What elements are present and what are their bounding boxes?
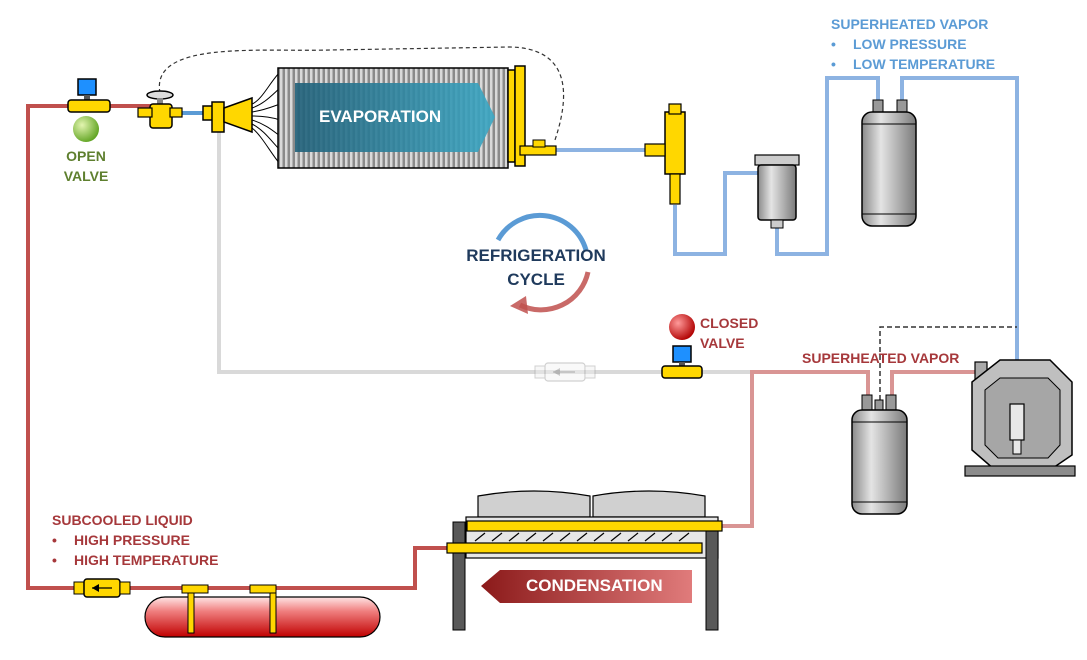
suction-line-2 bbox=[673, 171, 760, 256]
equalizer-line bbox=[158, 46, 565, 141]
vapor-high-label: SUPERHEATED VAPOR bbox=[802, 350, 960, 366]
closed-valve-label: CLOSED VALVE bbox=[700, 313, 758, 353]
oil-separator bbox=[851, 394, 908, 515]
open-valve-line: VALVE bbox=[63, 168, 109, 184]
condenser bbox=[446, 490, 723, 631]
suction-accumulator bbox=[861, 99, 917, 227]
bypass-check-valve bbox=[534, 362, 596, 382]
cycle-line: CYCLE bbox=[507, 270, 565, 289]
refrigeration-cycle-label: REFRIGERATION CYCLE bbox=[465, 244, 607, 292]
vapor-low-title: SUPERHEATED VAPOR bbox=[831, 16, 989, 32]
liquid-receiver bbox=[144, 584, 381, 638]
expansion-valve bbox=[137, 90, 183, 129]
cycle-line: REFRIGERATION bbox=[466, 246, 606, 265]
solenoid-valve-closed bbox=[661, 314, 703, 379]
discharge-line bbox=[722, 370, 870, 528]
open-indicator-icon bbox=[73, 116, 99, 142]
closed-indicator-icon bbox=[669, 314, 695, 340]
evaporator bbox=[277, 65, 557, 169]
liquid-label: SUBCOOLED LIQUID HIGH PRESSURE HIGH TEMP… bbox=[52, 510, 218, 570]
liquid-title: SUBCOOLED LIQUID bbox=[52, 512, 193, 528]
compressor bbox=[964, 359, 1076, 477]
hot-gas-bypass-line bbox=[217, 120, 752, 374]
vapor-low-item: LOW TEMPERATURE bbox=[831, 54, 995, 74]
liquid-item: HIGH TEMPERATURE bbox=[52, 550, 218, 570]
liquid-line bbox=[26, 104, 450, 590]
closed-valve-line: VALVE bbox=[700, 335, 745, 351]
suction-line-3 bbox=[775, 76, 880, 256]
condensation-arrow bbox=[481, 570, 692, 603]
condensation-label: CONDENSATION bbox=[526, 576, 663, 595]
open-valve-line: OPEN bbox=[66, 148, 106, 164]
solenoid-valve-open bbox=[67, 78, 111, 142]
evaporation-label: EVAPORATION bbox=[319, 107, 442, 126]
evaporation-arrow bbox=[295, 83, 495, 152]
vapor-low-item: LOW PRESSURE bbox=[831, 34, 995, 54]
closed-valve-line: CLOSED bbox=[700, 315, 759, 331]
liquid-item: HIGH PRESSURE bbox=[52, 530, 218, 550]
distributor bbox=[202, 71, 281, 165]
suction-valve bbox=[644, 103, 686, 205]
vapor-low-label: SUPERHEATED VAPOR LOW PRESSURE LOW TEMPE… bbox=[831, 14, 995, 74]
suction-line-4 bbox=[900, 76, 1019, 405]
compressor-outlet-line bbox=[890, 370, 975, 395]
pressure-switch-line bbox=[879, 326, 1017, 400]
open-valve-label: OPEN VALVE bbox=[62, 146, 110, 186]
liquid-filter bbox=[73, 578, 131, 598]
refrigeration-cycle-arrow bbox=[495, 212, 591, 314]
suction-filter bbox=[754, 154, 800, 229]
